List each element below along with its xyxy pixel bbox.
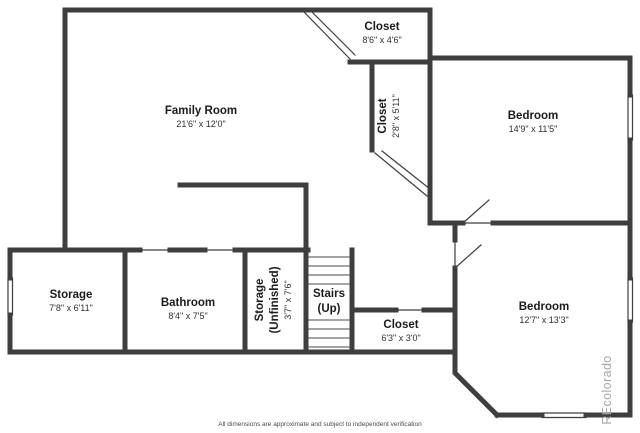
room-dims: 21'6" x 12'0" <box>176 118 226 129</box>
room-label-closet-bottom: Closet 6'3" x 3'0" <box>356 318 446 345</box>
room-name: Storage <box>254 278 266 322</box>
room-name-2: (Unfinished) <box>268 266 281 334</box>
watermark: REcolorado <box>600 355 614 425</box>
room-dims: 7'8" x 6'11" <box>49 302 93 313</box>
room-label-stairs: Stairs (Up) <box>306 287 352 317</box>
room-dims: 14'9" x 11'5" <box>508 123 558 134</box>
room-name: Bedroom <box>507 110 559 122</box>
disclaimer-text: All dimensions are approximate and subje… <box>218 421 422 428</box>
windows-layer <box>7 94 634 419</box>
room-label-bedroom-bottom: Bedroom 12'7" x 13'3" <box>484 300 604 327</box>
room-dims: 6'3" x 3'0" <box>381 332 421 343</box>
door-openings <box>139 222 494 311</box>
room-label-closet-mid: Closet 2'8" x 5'11" <box>376 80 402 152</box>
room-name: Family Room <box>164 105 238 117</box>
room-name-2: (Up) <box>317 302 341 315</box>
room-label-storage-unfinished: Storage (Unfinished) 3'7" x 7'6" <box>253 258 293 342</box>
room-dims: 3'7" x 7'6" <box>282 280 293 320</box>
room-name: Stairs <box>313 288 345 300</box>
room-dims: 2'8" x 5'11" <box>390 94 401 138</box>
room-label-storage: Storage 7'8" x 6'11" <box>21 288 121 315</box>
room-label-family-room: Family Room 21'6" x 12'0" <box>131 104 271 131</box>
room-name: Storage <box>49 289 93 301</box>
room-name: Closet <box>364 21 400 33</box>
room-label-bedroom-top: Bedroom 14'9" x 11'5" <box>473 109 593 136</box>
room-label-bathroom: Bathroom 8'4" x 7'5" <box>138 296 238 323</box>
room-dims: 8'6" x 4'6" <box>362 34 402 45</box>
angled-door-openings <box>303 11 490 269</box>
room-dims: 8'4" x 7'5" <box>168 310 208 321</box>
room-name: Bedroom <box>518 301 570 313</box>
room-dims: 12'7" x 13'3" <box>519 314 569 325</box>
room-label-closet-top: Closet 8'6" x 4'6" <box>334 20 430 47</box>
room-name: Bathroom <box>160 297 216 309</box>
room-name: Closet <box>383 319 419 331</box>
walls-layer <box>7 7 633 419</box>
room-name: Closet <box>377 98 389 134</box>
stair-treads <box>307 256 351 348</box>
